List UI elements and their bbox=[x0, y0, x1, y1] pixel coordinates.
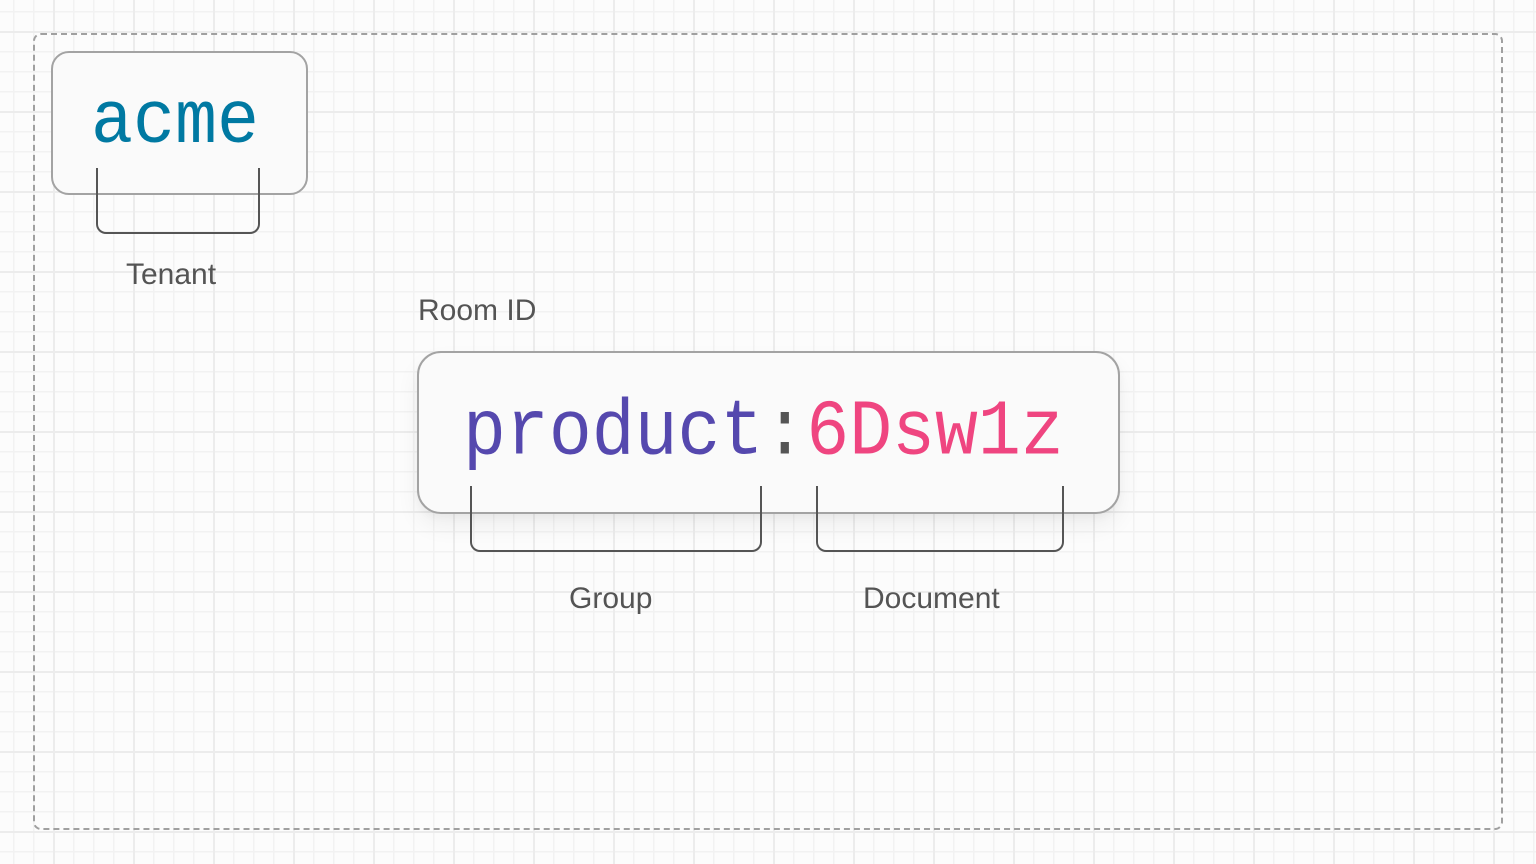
tenant-box bbox=[51, 51, 308, 195]
room-separator: : bbox=[763, 388, 807, 478]
tenant-label: Tenant bbox=[126, 258, 217, 291]
room-id-label: Room ID bbox=[418, 294, 537, 327]
tenant-value: acme bbox=[91, 80, 260, 166]
room-document-value: 6Dsw1z bbox=[806, 388, 1064, 478]
room-id-box bbox=[417, 351, 1120, 514]
room-id-value: product:6Dsw1z bbox=[463, 394, 1064, 473]
document-label: Document bbox=[863, 582, 1000, 615]
group-bracket bbox=[470, 486, 762, 552]
dashed-container-frame bbox=[33, 33, 1503, 830]
tenant-bracket bbox=[96, 168, 260, 234]
group-label: Group bbox=[569, 582, 653, 615]
room-group-value: product bbox=[463, 388, 764, 478]
document-bracket bbox=[816, 486, 1064, 552]
